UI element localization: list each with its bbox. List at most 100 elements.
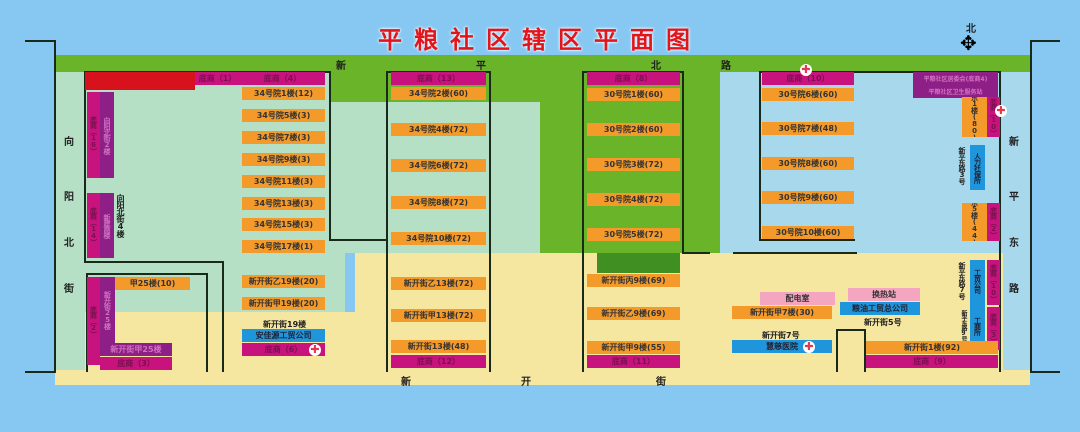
building: 新开街乙9楼(69) [587,307,680,320]
green-patch [597,253,680,273]
shop-2: 底商（2） [87,277,100,365]
building: 34号院13楼(3) [242,197,325,210]
shop-east-3: 底商（3） [987,307,1000,350]
north-label: 北 [966,24,976,35]
shop-9: 底商（9） [866,355,998,368]
boundary-line [682,252,710,254]
road-label: 新 [336,61,346,72]
boundary-line [87,273,207,275]
building: 30号院9楼(60) [762,191,854,204]
trade-company: 工贸公司 [970,260,985,302]
building: 34号院7楼(3) [242,131,325,144]
boundary-line [836,329,838,372]
building: 34号院4楼(72) [391,123,486,136]
boundary-line [1030,40,1060,42]
road-label: 东 [1009,238,1019,249]
building: 34号院10楼(72) [391,232,486,245]
boundary-line [84,261,223,263]
building: 新开街甲19楼(20) [242,297,325,310]
shop-east-10b: 底商（10） [987,260,1000,305]
medical-cross-icon: ✚ [995,104,1007,117]
boundary-line [999,71,1001,372]
building: 34号院5楼(3) [242,109,325,122]
road-label: 街 [656,377,666,388]
company-anjia: 安佳源工贸公司 [242,329,325,342]
power-room: 配电室 [760,292,835,305]
building: 30号院3楼(72) [587,158,680,171]
road-label: 北 [64,238,74,249]
road-label: 平 [476,61,486,72]
boundary-line [489,71,491,372]
shop-16: 底商（16） [87,92,100,178]
boundary-line [1030,371,1060,373]
boundary-line [25,371,55,373]
building: 30号院1楼(60) [587,88,680,101]
shop-6: 底商（6） [242,343,325,356]
boundary-line [329,239,387,241]
building-east-5: 东5楼(44) [962,203,987,241]
boundary-line [1030,40,1032,373]
shop-3: 底商（3） [100,357,172,370]
health-station: 平粮社区卫生服务站 [913,85,998,98]
road-label: 新 [1009,137,1019,148]
building: 34号院17楼(1) [242,240,325,253]
road-label: 向 [64,137,74,148]
boundary-line [222,261,224,372]
heat-exchange-station: 换热站 [848,288,920,301]
building: 新开街1楼(92) [866,341,998,354]
shop-east-2: 底商（2） [987,203,1000,241]
building: 30号院8楼(60) [762,157,854,170]
shop-1: 底商（1） [195,72,240,85]
road-xinkai [55,370,1030,385]
medical-cross-icon: ✚ [309,343,321,356]
medical-cross-icon: ✚ [803,340,815,353]
road-xinping-east [1003,72,1030,370]
building: 34号院11楼(3) [242,175,325,188]
building: 30号院10楼(60) [762,226,854,239]
boundary-line [329,71,331,241]
shop-13: 底商（13） [391,72,486,85]
shop-11: 底商（11） [587,355,680,368]
road-label: 北 [651,61,661,72]
building: 新开街乙13楼(72) [391,277,486,290]
building: 新开街乙19楼(20) [242,275,325,288]
building: 30号院5楼(72) [587,228,680,241]
boundary-line [84,71,86,262]
building-xinkai-25: 新开街25楼 [100,277,115,343]
road-label: 街 [64,284,74,295]
boundary-line [759,71,761,241]
boundary-line [582,71,584,372]
boundary-line [759,71,1000,73]
building: 30号院6楼(60) [762,88,854,101]
medical-cross-icon: ✚ [800,63,812,76]
shop-4: 底商（4） [240,72,325,85]
boundary-line [54,40,56,373]
boundary-line [386,71,388,372]
address-label: 新开街7号 [762,331,800,340]
building: 34号院2楼(60) [391,87,486,100]
building: 30号院2楼(60) [587,123,680,136]
building: 新开街甲7楼(30) [732,306,832,319]
building: 新开街甲9楼(55) [587,341,680,354]
building-east-1: 东1楼(80) [962,97,987,137]
building-xiangyang-2: 向阳北街2楼 [100,92,114,178]
boundary-line [836,329,866,331]
residents-committee: 平粮社区居委会(底商4) [913,72,998,85]
address-label: 向阳北街4楼 [116,194,125,237]
building: 34号院1楼(12) [242,87,325,100]
road-label: 路 [1009,284,1019,295]
road-label: 路 [721,61,731,72]
boundary-line [206,273,208,372]
building: 新开街13楼(48) [391,340,486,353]
building: 30号院7楼(48) [762,122,854,135]
social-security-office: 人力社保所 [970,145,985,190]
building: 34号院9楼(3) [242,153,325,166]
road-label: 平 [1009,192,1019,203]
road-label: 新 [401,377,411,388]
hospital: 慧慈医院 [732,340,832,353]
building: 34号院6楼(72) [391,159,486,172]
road-xinping-north [55,55,1030,72]
boundary-line [759,239,855,241]
address-label: 新平东路7号 [958,262,966,299]
building-xinkai-jia-25: 新开街甲25楼 [100,343,172,356]
